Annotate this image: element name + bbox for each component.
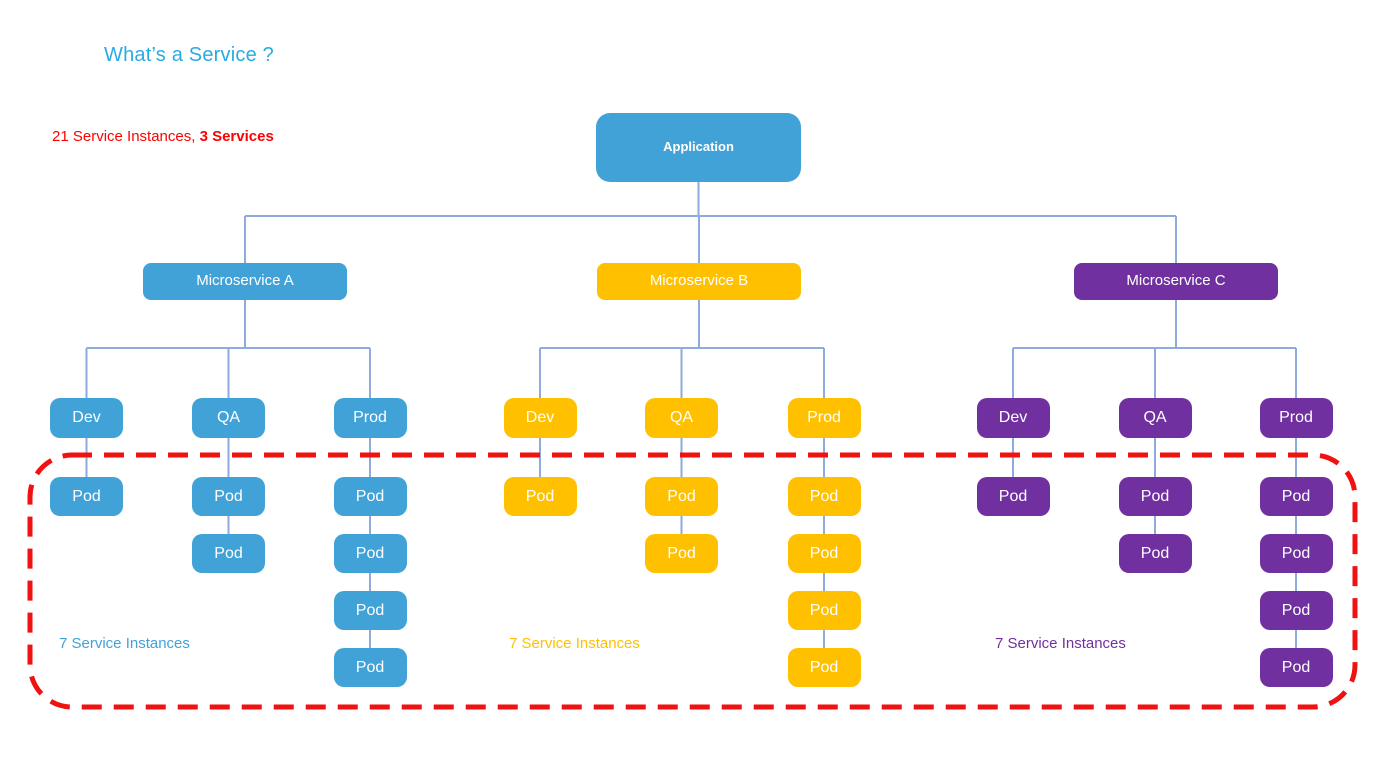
pod-a-prod-4-box: Pod xyxy=(333,648,407,687)
pod-c-prod-3-box: Pod xyxy=(1259,591,1333,630)
pod-b-qa-2-box: Pod xyxy=(645,534,718,573)
instances-summary: 21 Service Instances, 3 Services xyxy=(52,128,274,145)
service-instances-label-b: 7 Service Instances xyxy=(509,635,640,652)
microservice-c-box: Microservice C xyxy=(1074,263,1278,300)
pod-b-prod-1-box: Pod xyxy=(787,477,861,516)
microservice-b-box: Microservice B xyxy=(597,263,801,300)
qa-a-box: QA xyxy=(192,398,265,438)
pod-b-qa-1-box: Pod xyxy=(645,477,718,516)
qa-b-box: QA xyxy=(645,398,718,438)
pod-c-prod-4-box: Pod xyxy=(1259,648,1333,687)
pod-b-prod-2-box: Pod xyxy=(787,534,861,573)
prod-c-box: Prod xyxy=(1259,398,1333,438)
pod-a-prod-1-box: Pod xyxy=(333,477,407,516)
dev-c-box: Dev xyxy=(976,398,1050,438)
pod-c-qa-1-box: Pod xyxy=(1118,477,1192,516)
pod-a-prod-2-box: Pod xyxy=(333,534,407,573)
pod-c-prod-2-box: Pod xyxy=(1259,534,1333,573)
pod-c-qa-2-box: Pod xyxy=(1118,534,1192,573)
qa-c-box: QA xyxy=(1118,398,1192,438)
pod-b-prod-3-box: Pod xyxy=(787,591,861,630)
service-instances-label-a: 7 Service Instances xyxy=(59,635,190,652)
services-count-text: 3 Services xyxy=(199,128,274,145)
prod-a-box: Prod xyxy=(333,398,407,438)
application-box: Application xyxy=(596,113,801,182)
dev-a-box: Dev xyxy=(50,398,123,438)
microservice-a-box: Microservice A xyxy=(143,263,347,300)
service-instances-label-c: 7 Service Instances xyxy=(995,635,1126,652)
pod-a-qa-2-box: Pod xyxy=(192,534,265,573)
pod-b-prod-4-box: Pod xyxy=(787,648,861,687)
instances-summary-text: 21 Service Instances, xyxy=(52,128,200,145)
pod-c-dev-1-box: Pod xyxy=(976,477,1050,516)
pod-a-prod-3-box: Pod xyxy=(333,591,407,630)
service-instances-dashed-outline xyxy=(27,452,1358,710)
pod-a-qa-1-box: Pod xyxy=(192,477,265,516)
slide-title: What’s a Service ? xyxy=(104,44,274,66)
dev-b-box: Dev xyxy=(503,398,577,438)
prod-b-box: Prod xyxy=(787,398,861,438)
pod-b-dev-1-box: Pod xyxy=(503,477,577,516)
pod-a-dev-1-box: Pod xyxy=(50,477,123,516)
pod-c-prod-1-box: Pod xyxy=(1259,477,1333,516)
